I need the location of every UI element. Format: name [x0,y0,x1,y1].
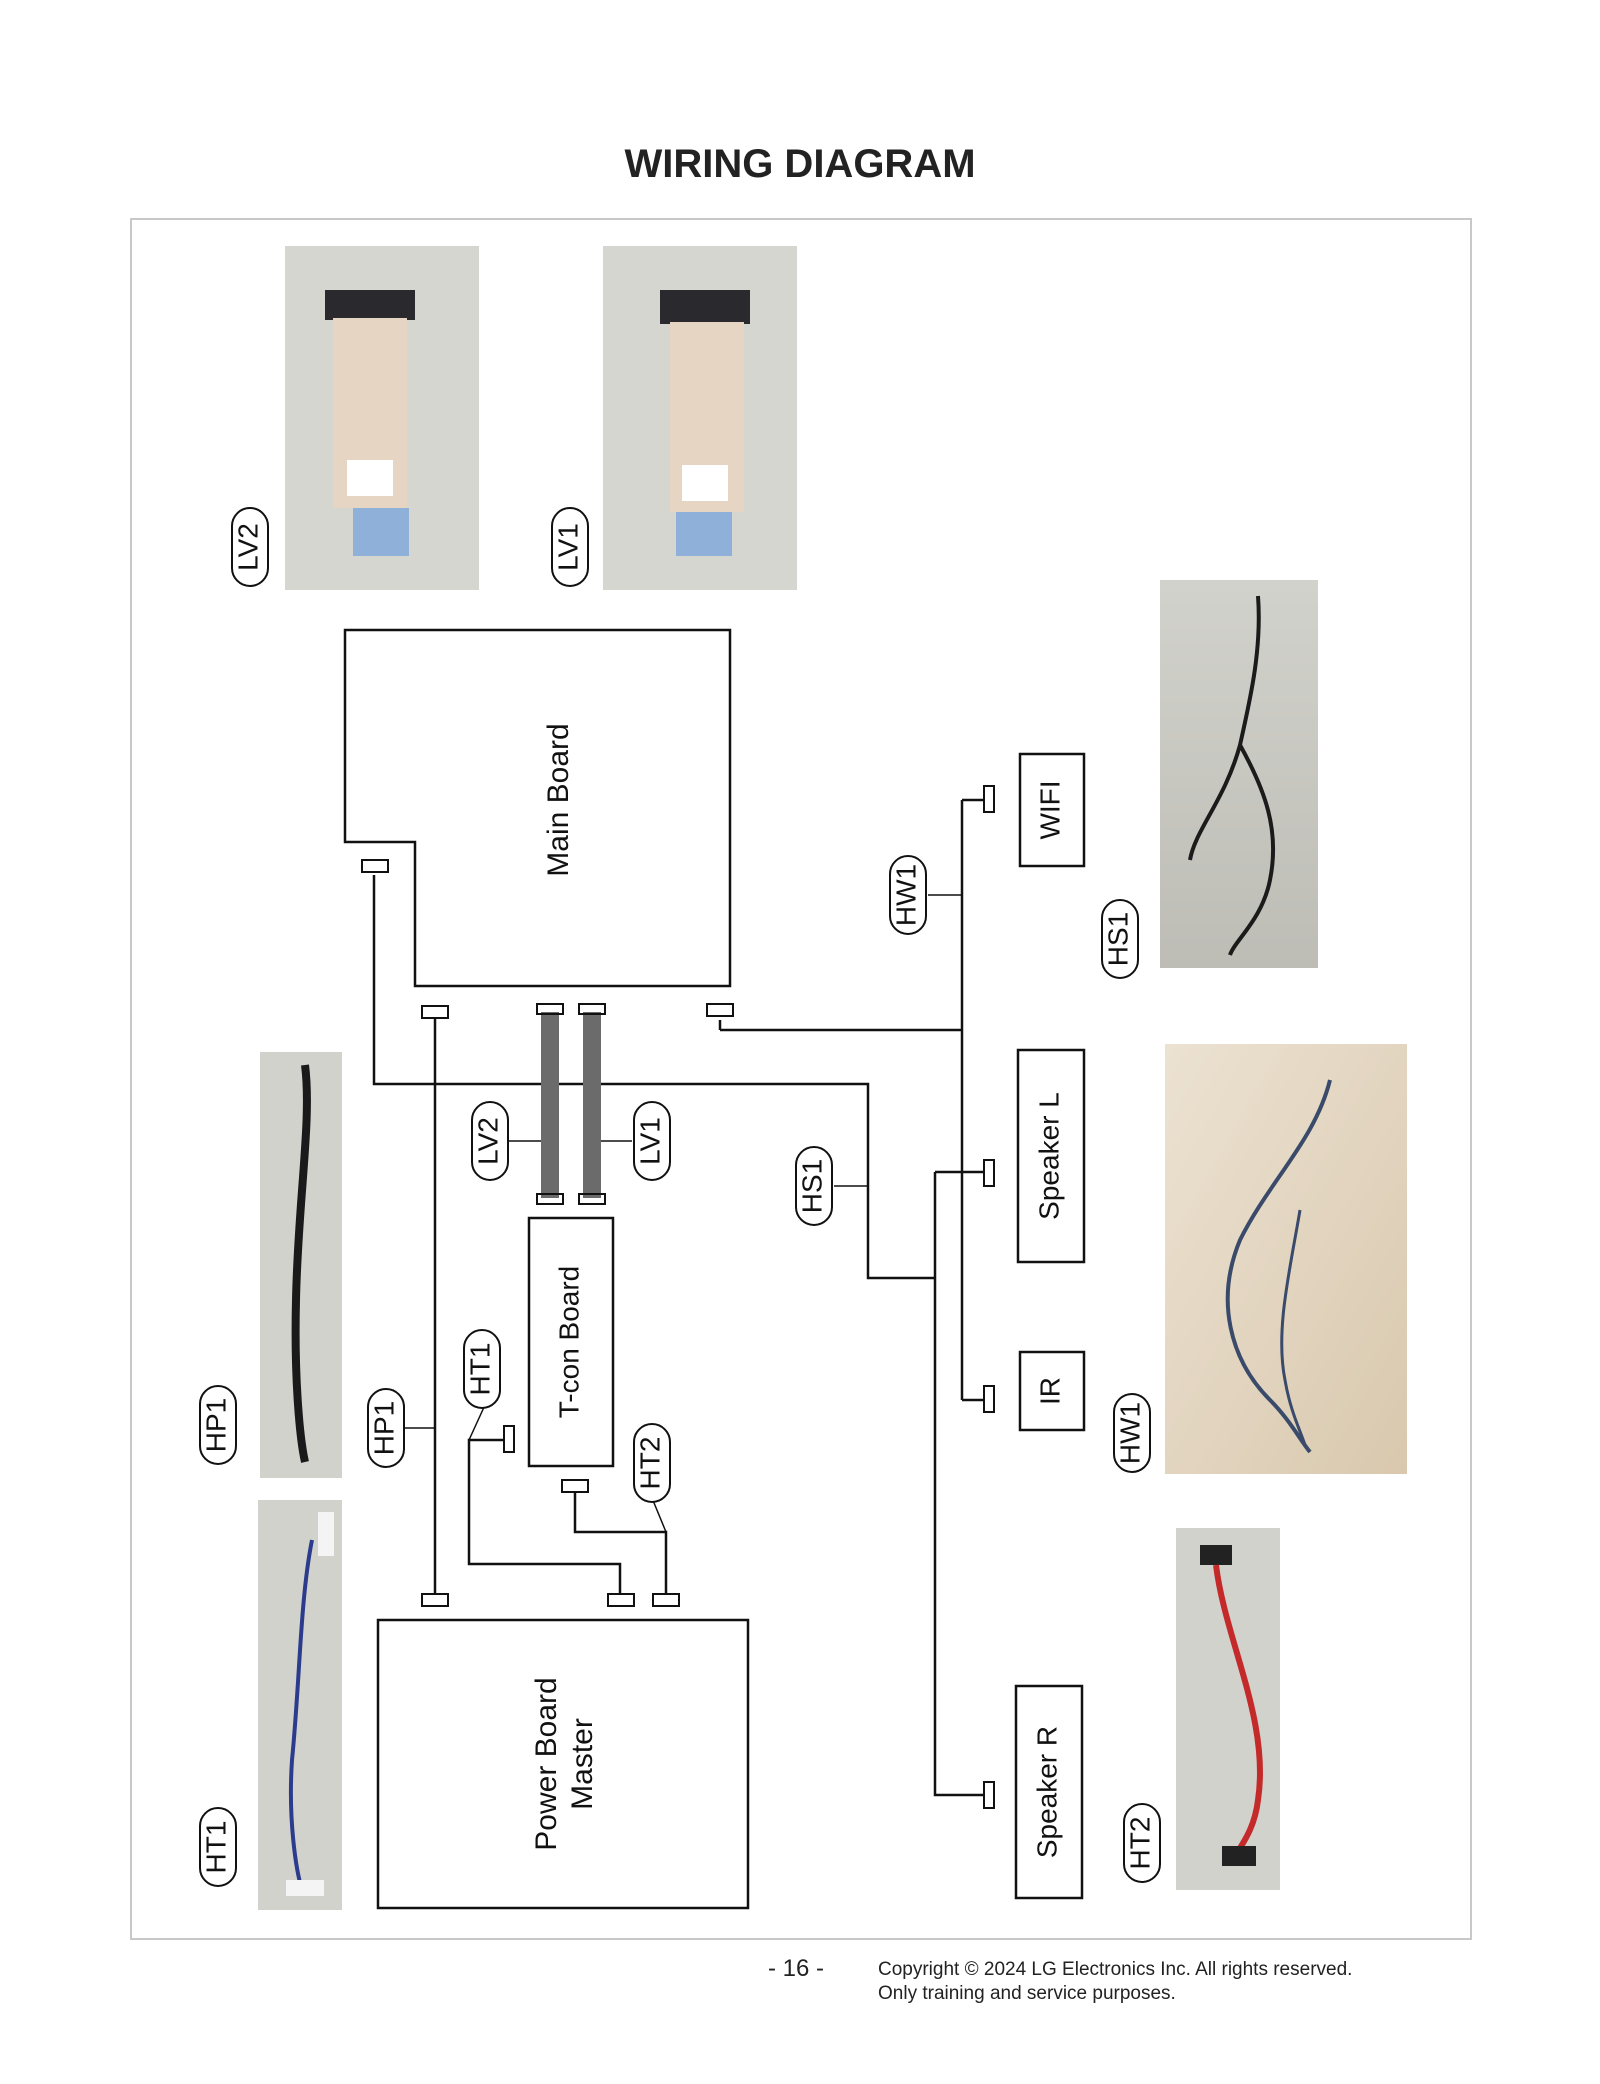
pill-hw1-photo: HW1 [1113,1393,1151,1473]
wires [372,798,988,1797]
pill-ht2-photo: HT2 [1123,1803,1161,1883]
pill-hp1-photo: HP1 [199,1385,237,1465]
photo-label-ht1: HT1 [200,1821,231,1874]
pill-ht2-diagram: HT2 [633,1423,671,1503]
pill-hs1-photo: HS1 [1101,899,1139,979]
power-board: Power Board Master [376,1618,750,1910]
pill-lv2-diagram: LV2 [471,1101,509,1181]
label-leaders [404,894,962,1533]
tcon-board: T-con Board [527,1216,615,1468]
speaker-r-label: Speaker R [1031,1726,1062,1858]
photo-label-lv2: LV2 [232,523,263,571]
ir-module: IR [1018,1350,1086,1432]
photo-hw1 [1165,1044,1407,1474]
wifi-module: WIFI [1018,752,1086,868]
power-board-label-line2: Master [566,1718,599,1810]
cable-label-hs1: HS1 [796,1159,827,1213]
copyright-notice: Copyright © 2024 LG Electronics Inc. All… [878,1958,1352,2006]
photo-label-hw1: HW1 [1114,1402,1145,1464]
cable-label-hp1: HP1 [368,1401,399,1455]
pill-lv1-photo: LV1 [551,507,589,587]
pill-lv2-photo: LV2 [231,507,269,587]
photo-hp1 [260,1052,342,1478]
diagram-frame [130,218,1472,1940]
ffc-cable-lv2 [536,1003,564,1205]
speaker-l-label: Speaker L [1033,1092,1064,1220]
cable-label-ht2: HT2 [634,1437,665,1490]
tcon-board-label: T-con Board [553,1266,584,1419]
photo-hs1 [1160,580,1318,968]
photo-label-ht2: HT2 [1124,1817,1155,1870]
pill-hw1-diagram: HW1 [889,855,927,935]
pill-hs1-diagram: HS1 [795,1146,833,1226]
main-board: Main Board [343,628,732,988]
photo-lv2 [285,246,479,590]
cable-label-lv2: LV2 [472,1117,503,1165]
speaker-r: Speaker R [1014,1684,1084,1900]
pill-lv1-diagram: LV1 [633,1101,671,1181]
photo-label-hs1: HS1 [1102,912,1133,966]
copyright-line-2: Only training and service purposes. [878,1983,1176,2004]
cable-label-hw1: HW1 [890,864,921,926]
power-board-label-line1: Power Board [530,1677,563,1850]
photo-ht1 [258,1500,342,1910]
page-number: - 16 - [768,1955,825,1982]
wifi-label: WIFI [1034,780,1065,839]
photo-label-hp1: HP1 [200,1398,231,1452]
speaker-l: Speaker L [1016,1048,1086,1264]
cable-label-lv1: LV1 [634,1117,665,1165]
cable-label-ht1: HT1 [464,1343,495,1396]
pill-ht1-photo: HT1 [199,1807,237,1887]
connectors [361,785,995,1809]
ffc-cable-lv1 [578,1003,606,1205]
copyright-line-1: Copyright © 2024 LG Electronics Inc. All… [878,1959,1353,1980]
photo-lv1 [603,246,797,590]
main-board-label: Main Board [542,723,575,876]
photo-label-lv1: LV1 [552,523,583,571]
page-title: WIRING DIAGRAM [624,142,976,186]
photo-ht2 [1176,1528,1280,1890]
pill-hp1-diagram: HP1 [367,1388,405,1468]
ir-label: IR [1034,1377,1065,1405]
pill-ht1-diagram: HT1 [463,1329,501,1409]
